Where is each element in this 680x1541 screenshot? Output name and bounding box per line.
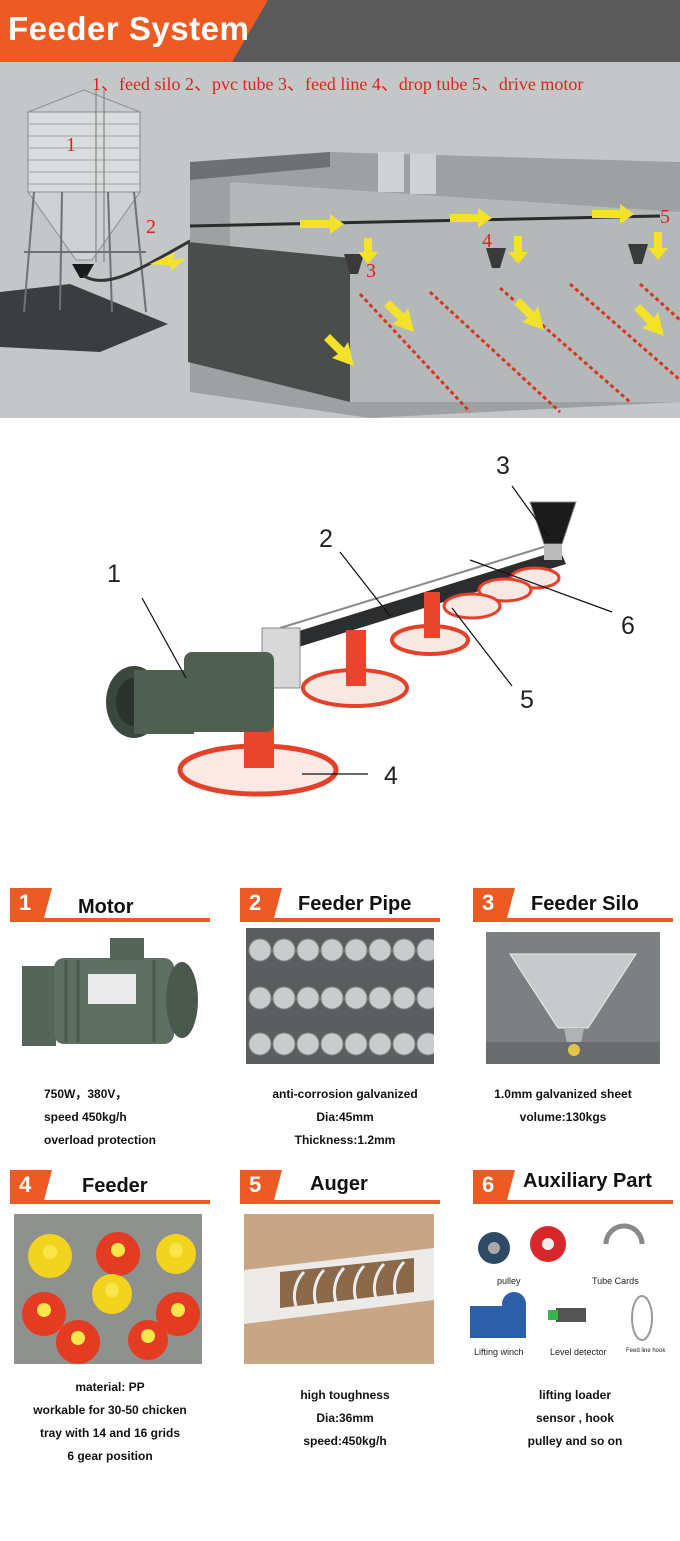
overview-label-silo: 1: [66, 134, 76, 156]
section-rule: [240, 1200, 440, 1204]
feeder-spec-tray: tray with 14 and 16 grids: [39, 1426, 181, 1440]
section-title: Auxiliary Part: [523, 1170, 652, 1192]
section-title: Feeder Silo: [531, 893, 639, 915]
auger-specs: high toughness Dia:36mm speed:450kg/h: [240, 1384, 450, 1453]
silo-hopper: [529, 501, 577, 545]
section-title: Auger: [310, 1173, 368, 1195]
caption-feed-line-hook: Feed line hook: [626, 1348, 666, 1354]
diagram-callout-3: 3: [496, 452, 510, 480]
section-number: 6: [473, 1170, 515, 1200]
header-tab: [0, 0, 268, 62]
overview-label-feed-line: 3: [366, 260, 376, 282]
diagram-callout-2: 2: [319, 525, 333, 553]
section-rule: [10, 918, 210, 922]
auger-photo: [244, 1214, 434, 1364]
feeder-line-diagram: 1 2 3 4 5 6: [0, 440, 680, 840]
section-rule: [473, 918, 673, 922]
section-rule: [240, 918, 440, 922]
auger-spec-toughness: high toughness: [300, 1388, 390, 1402]
silo-spec-volume: volume:130kgs: [519, 1110, 607, 1124]
section-rule: [10, 1200, 210, 1204]
section-motor-header: 1 Motor: [10, 888, 210, 922]
feeder-pipe: [270, 550, 566, 654]
overview-label-drop-tube: 4: [482, 230, 492, 252]
caption-lifting-winch: Lifting winch: [474, 1347, 524, 1357]
motor-spec-power: 750W，380V，: [44, 1087, 128, 1101]
auxiliary-specs: lifting loader sensor , hook pulley and …: [470, 1384, 680, 1453]
diagram-callout-1: 1: [107, 560, 121, 588]
motor-spec-speed: speed 450kg/h: [44, 1110, 127, 1124]
caption-level-detector: Level detector: [550, 1347, 607, 1357]
feeder-specs: material: PP workable for 30-50 chicken …: [10, 1376, 210, 1468]
section-number: 3: [473, 888, 515, 918]
caption-pulley: pulley: [497, 1276, 521, 1286]
feeder-photo: [14, 1214, 202, 1364]
section-number: 2: [240, 888, 282, 918]
motor-specs: 750W，380V， speed 450kg/h overload protec…: [44, 1083, 156, 1152]
diagram-callout-4: 4: [384, 762, 398, 790]
overview-label-drive-motor: 5: [660, 206, 670, 228]
section-rule: [473, 1200, 673, 1204]
pipe-spec-diameter: Dia:45mm: [316, 1110, 374, 1124]
section-pipe-header: 2 Feeder Pipe: [240, 888, 440, 922]
feeder-spec-material: material: PP: [75, 1380, 145, 1394]
section-number: 5: [240, 1170, 282, 1200]
motor-spec-protection: overload protection: [44, 1133, 157, 1147]
feeder-spec-capacity: workable for 30-50 chicken: [33, 1403, 187, 1417]
diagram-callout-6: 6: [621, 612, 635, 640]
auxiliary-spec-sensor: sensor , hook: [535, 1411, 615, 1425]
page-title: Feeder System: [8, 10, 250, 47]
auger-spec-speed: speed:450kg/h: [303, 1434, 387, 1448]
section-title: Feeder Pipe: [298, 893, 412, 915]
cooling-pad: [188, 242, 350, 402]
pipe-spec-material: anti-corrosion galvanized: [272, 1087, 418, 1101]
silo-specs: 1.0mm galvanized sheet volume:130kgs: [470, 1083, 656, 1129]
silo-body: [27, 111, 141, 193]
section-silo-header: 3 Feeder Silo: [473, 888, 673, 922]
silo-photo: [486, 932, 660, 1064]
auxiliary-parts-photo: [466, 1210, 676, 1360]
section-number: 1: [10, 888, 52, 918]
section-auxiliary-header: 6 Auxiliary Part: [473, 1170, 673, 1204]
diagram-callout-5: 5: [520, 686, 534, 714]
caption-tube-cards: Tube Cards: [592, 1276, 639, 1286]
section-title: Motor: [78, 896, 134, 918]
overview-legend: 1、feed silo 2、pvc tube 3、feed line 4、dro…: [92, 74, 584, 94]
pipe-photo: [246, 928, 434, 1064]
pipe-spec-thickness: Thickness:1.2mm: [294, 1133, 396, 1147]
section-number: 4: [10, 1170, 52, 1200]
section-auger-header: 5 Auger: [240, 1170, 440, 1204]
silo-spec-material: 1.0mm galvanized sheet: [494, 1087, 632, 1101]
silo-slab: [0, 284, 168, 352]
auxiliary-spec-loader: lifting loader: [539, 1388, 611, 1402]
drive-motor: [184, 652, 274, 732]
overview-illustration: 1、feed silo 2、pvc tube 3、feed line 4、dro…: [0, 62, 680, 418]
section-title: Feeder: [82, 1175, 148, 1197]
section-feeder-header: 4 Feeder: [10, 1170, 210, 1204]
auxiliary-spec-pulley: pulley and so on: [527, 1434, 623, 1448]
feeder-line-drawing: [106, 485, 613, 797]
feeder-spec-gears: 6 gear position: [67, 1449, 153, 1463]
pipe-specs: anti-corrosion galvanized Dia:45mm Thick…: [240, 1083, 450, 1152]
motor-photo: [14, 932, 204, 1062]
auger-spec-diameter: Dia:36mm: [316, 1411, 374, 1425]
overview-label-pvc-tube: 2: [146, 216, 156, 238]
poultry-house-drawing: [0, 62, 680, 418]
